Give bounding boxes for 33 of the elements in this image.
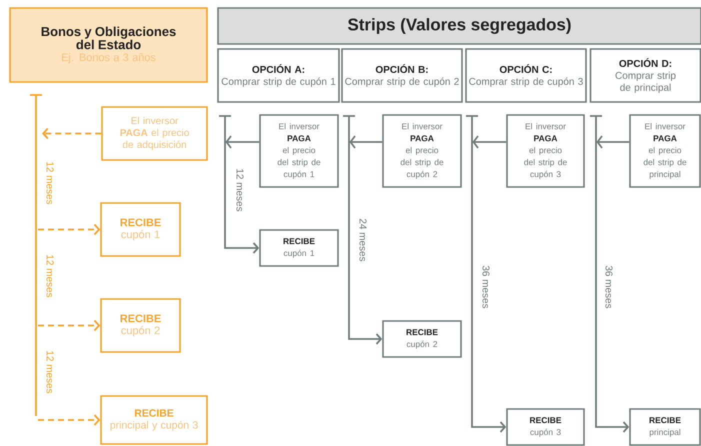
duration-label: 24 meses: [359, 218, 367, 262]
arrow: [589, 115, 630, 433]
duration-label: 12 meses: [46, 255, 54, 298]
process-box: El inversor PAGA el precio del strip de principal: [629, 114, 701, 188]
arrow: [465, 115, 508, 433]
arrow: [42, 128, 102, 140]
option-box: OPCIÓN C: Comprar strip de cupón 3: [465, 48, 587, 103]
title-box: Bonos y Obligaciones del Estado Ej. Bonos a 3 años: [9, 7, 208, 83]
duration-label: 12 meses: [236, 169, 244, 212]
process-box: El inversor PAGA el precio de adquisición: [101, 106, 208, 161]
arrow: [218, 115, 260, 254]
process-box: RECIBE cupón 2: [382, 320, 462, 358]
process-box: RECIBE cupón 2: [100, 298, 181, 353]
process-box: RECIBE principal y cupón 3: [100, 395, 208, 445]
process-box: RECIBE cupón 3: [506, 408, 585, 446]
arrow: [38, 224, 100, 236]
option-box: OPCIÓN A: Comprar strip de cupón 1: [217, 48, 340, 103]
process-box: El inversor PAGA el precio del strip de cupón 2: [382, 114, 462, 188]
process-box: RECIBE cupón 1: [100, 202, 181, 257]
duration-label: 12 meses: [46, 351, 54, 394]
option-box: OPCIÓN D: Comprar strip de principal: [590, 48, 701, 103]
process-box: RECIBE principal: [629, 408, 701, 446]
header-band: Strips (Valores segregados): [217, 7, 701, 45]
option-box: OPCIÓN B: Comprar strip de cupón 2: [341, 48, 463, 103]
duration-label: 36 meses: [482, 266, 490, 308]
arrow: [38, 414, 100, 426]
process-box: El inversor PAGA el precio del strip de cupón 1: [259, 114, 339, 188]
process-box: RECIBE cupón 1: [259, 229, 339, 267]
duration-label: 12 meses: [46, 162, 54, 204]
process-box: El inversor PAGA el precio del strip de cupón 3: [506, 114, 585, 188]
arrow: [38, 320, 100, 332]
duration-label: 36 meses: [605, 266, 613, 308]
arrow: [342, 115, 384, 345]
